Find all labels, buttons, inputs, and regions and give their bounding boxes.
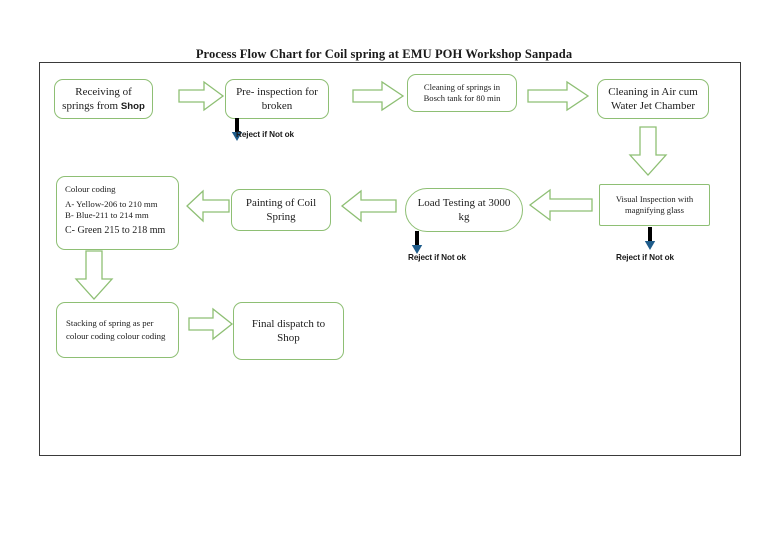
node-colour-coding-heading: Colour coding	[65, 184, 116, 194]
node-colour-coding-item-3: C- Green 215 to 218 mm	[65, 224, 166, 236]
node-bosch-cleaning[interactable]: Cleaning of springs in Bosch tank for 80…	[407, 74, 517, 112]
connector-arrow-down-1	[628, 126, 668, 176]
node-final-dispatch-line2: Shop	[277, 332, 300, 344]
node-load-testing-line1: Load Testing at 3000	[417, 196, 511, 209]
node-final-dispatch-line1: Final dispatch to	[251, 317, 326, 330]
node-receiving-emphasis: Shop	[120, 100, 145, 112]
node-stacking[interactable]: Stacking of spring as per colour coding …	[56, 302, 179, 358]
node-colour-coding[interactable]: Colour coding A- Yellow-206 to 210 mm B-…	[56, 176, 179, 250]
node-receiving-line1: Receiving of	[75, 85, 132, 98]
node-painting-line1: Painting of Coil	[245, 196, 317, 209]
node-visual-inspection-line2: magnifying glass	[625, 205, 684, 215]
reject-label-load-testing: Reject if Not ok	[408, 253, 466, 262]
node-stacking-line2: colour coding colour coding	[66, 331, 166, 341]
node-colour-coding-item-2: B- Blue-211 to 214 mm	[65, 209, 149, 220]
connector-arrow-left-1	[528, 188, 593, 222]
node-air-water-jet-line1: Cleaning in Air cum	[608, 85, 698, 98]
node-bosch-cleaning-line1: Cleaning of springs in	[423, 81, 501, 92]
node-load-testing-line2: kg	[458, 211, 470, 223]
connector-arrow-right-4	[188, 307, 234, 341]
diagram-frame	[39, 62, 741, 456]
connector-arrow-left-3	[186, 189, 230, 223]
reject-label-pre-inspection: Reject if Not ok	[236, 130, 294, 139]
node-visual-inspection[interactable]: Visual Inspection with magnifying glass	[599, 184, 710, 226]
reject-arrow-visual-inspection	[644, 227, 656, 251]
node-stacking-line1: Stacking of spring as per	[66, 318, 154, 329]
node-final-dispatch[interactable]: Final dispatch to Shop	[233, 302, 344, 360]
connector-arrow-left-2	[340, 189, 397, 223]
reject-arrow-load-testing	[411, 231, 423, 255]
node-pre-inspection-line2: broken	[261, 100, 293, 112]
node-air-water-jet-line2: Water Jet Chamber	[610, 100, 695, 112]
connector-arrow-right-3	[527, 80, 590, 112]
node-pre-inspection-line1: Pre- inspection for	[236, 85, 318, 98]
reject-label-visual-inspection: Reject if Not ok	[616, 253, 674, 262]
node-painting-line2: Spring	[266, 211, 296, 223]
node-bosch-cleaning-line2: Bosch tank for 80 min	[423, 93, 501, 103]
node-pre-inspection[interactable]: Pre- inspection for broken	[225, 79, 329, 119]
node-painting[interactable]: Painting of Coil Spring	[231, 189, 331, 231]
connector-arrow-right-1	[178, 80, 225, 112]
node-colour-coding-item-1: A- Yellow-206 to 210 mm	[65, 198, 158, 209]
page-title: Process Flow Chart for Coil spring at EM…	[195, 47, 573, 61]
node-air-water-jet[interactable]: Cleaning in Air cum Water Jet Chamber	[597, 79, 709, 119]
node-receiving[interactable]: Receiving of springs from Shop	[54, 79, 153, 119]
node-load-testing[interactable]: Load Testing at 3000 kg	[405, 188, 523, 232]
node-receiving-line2: springs from	[62, 99, 121, 112]
node-visual-inspection-line1: Visual Inspection with	[615, 193, 694, 204]
connector-arrow-right-2	[352, 80, 405, 112]
reject-arrow-pre-inspection	[231, 118, 243, 142]
connector-arrow-down-2	[74, 250, 114, 300]
